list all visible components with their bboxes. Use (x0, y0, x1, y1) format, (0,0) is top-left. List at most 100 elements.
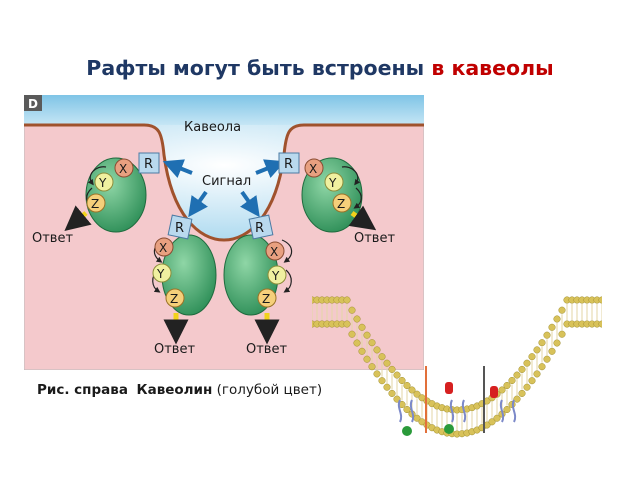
lipid-head (358, 347, 366, 355)
lipid-head (548, 347, 556, 355)
lipid-head (523, 359, 531, 367)
svg-text:R: R (255, 221, 264, 236)
extracellular-band (24, 95, 424, 125)
lipid-head (598, 296, 602, 304)
svg-text:Y: Y (156, 267, 165, 281)
lipid-head (353, 315, 361, 323)
lipid-head (553, 315, 561, 323)
svg-text:R: R (144, 157, 153, 172)
svg-text:Ответ: Ответ (154, 342, 195, 357)
signal-label: Сигнал (202, 174, 251, 189)
caption-prefix: Рис. справа (37, 382, 128, 398)
lipid-head (398, 376, 406, 385)
lipid-head (528, 377, 536, 385)
lipid-head (543, 331, 551, 339)
signal-arrow (240, 190, 260, 218)
svg-text:Z: Z (170, 292, 178, 306)
lipid-head (498, 386, 506, 394)
lipid-head (368, 363, 376, 371)
lipid-head (598, 320, 602, 328)
slide-title: Рафты могут быть встроены в кавеолы (0, 56, 640, 80)
lipid-head (388, 389, 396, 397)
lipid-head (518, 389, 526, 397)
caption-note: (голубой цвет) (216, 382, 323, 398)
lipid-head (493, 414, 501, 422)
lipid-head (553, 339, 561, 347)
lipid-head (413, 390, 421, 398)
svg-text:X: X (119, 162, 127, 176)
lipid-head (383, 359, 391, 367)
caveola-signaling-diagram: D Кавеола Сигнал R X Y Z Ответ R X Y Z О… (24, 95, 424, 370)
green-markers (402, 424, 454, 436)
lipid-head (363, 355, 371, 363)
svg-text:R: R (175, 221, 184, 236)
lipid-head (518, 365, 526, 373)
lipid-head (538, 339, 546, 347)
lipid-head (548, 323, 556, 331)
lipid-head (558, 306, 566, 314)
lipid-head (503, 381, 511, 390)
svg-text:R: R (284, 157, 293, 172)
svg-text:X: X (309, 162, 317, 176)
lipid-head (388, 365, 396, 373)
lipid-head (513, 371, 521, 379)
caveolin-proteins (397, 399, 517, 423)
panel-letter: D (28, 97, 38, 111)
caveola-label: Кавеола (184, 120, 241, 135)
lipid-head (368, 339, 376, 347)
lipid-head (533, 370, 541, 378)
svg-text:Y: Y (271, 269, 280, 283)
lipid-head (508, 400, 516, 409)
panel-badge (24, 95, 42, 111)
lipid-head (538, 363, 546, 371)
lipid-head (533, 346, 541, 354)
svg-text:Z: Z (91, 197, 99, 211)
lipid-head (373, 370, 381, 378)
lipid-head (378, 353, 386, 361)
lipid-bilayer (312, 296, 602, 438)
lipid-head (513, 395, 521, 403)
title-main: Рафты могут быть встроены (86, 56, 425, 80)
signal-arrow (162, 159, 193, 178)
receptor-complex: R X Y Z Ответ (278, 152, 395, 246)
lipid-head (508, 376, 516, 385)
svg-text:Ответ: Ответ (246, 342, 287, 357)
caveola-membrane-figure (312, 296, 602, 438)
signal-arrow (255, 159, 286, 178)
caption-name: Кавеолин (136, 382, 213, 398)
lipid-head (343, 320, 351, 328)
svg-text:Z: Z (262, 292, 270, 306)
lipid-head (363, 331, 371, 339)
signal-arrow (188, 190, 208, 218)
lipid-head (393, 371, 401, 379)
receptor-complex: R X Y Z Ответ (152, 214, 217, 357)
lipid-head (523, 383, 531, 391)
title-accent: в кавеолы (431, 56, 554, 80)
lipid-head (378, 377, 386, 385)
red-markers (445, 382, 498, 398)
svg-text:Ответ: Ответ (32, 231, 73, 246)
caveola-lumen (24, 125, 424, 240)
lipid-head (558, 330, 566, 338)
svg-text:Z: Z (337, 197, 345, 211)
lipid-head (358, 323, 366, 331)
svg-text:X: X (159, 241, 167, 255)
lipid-head (528, 353, 536, 361)
svg-text:Ответ: Ответ (354, 231, 395, 246)
svg-text:X: X (270, 245, 278, 259)
lipid-head (503, 405, 511, 414)
lipid-head (353, 339, 361, 347)
lipid-head (348, 330, 356, 338)
lipid-head (543, 355, 551, 363)
lipid-head (408, 386, 416, 394)
svg-text:Y: Y (328, 176, 337, 190)
figure-caption: Рис. справа Кавеолин (голубой цвет) (37, 382, 322, 398)
plasma-membrane (24, 123, 424, 242)
receptor-complex: R X Y Z Ответ (223, 214, 293, 357)
lipid-head (348, 306, 356, 314)
lipid-head (343, 296, 351, 304)
lipid-head (488, 418, 496, 426)
lipid-head (403, 381, 411, 390)
receptor-complex: R X Y Z Ответ (32, 152, 160, 246)
svg-text:Y: Y (98, 176, 107, 190)
